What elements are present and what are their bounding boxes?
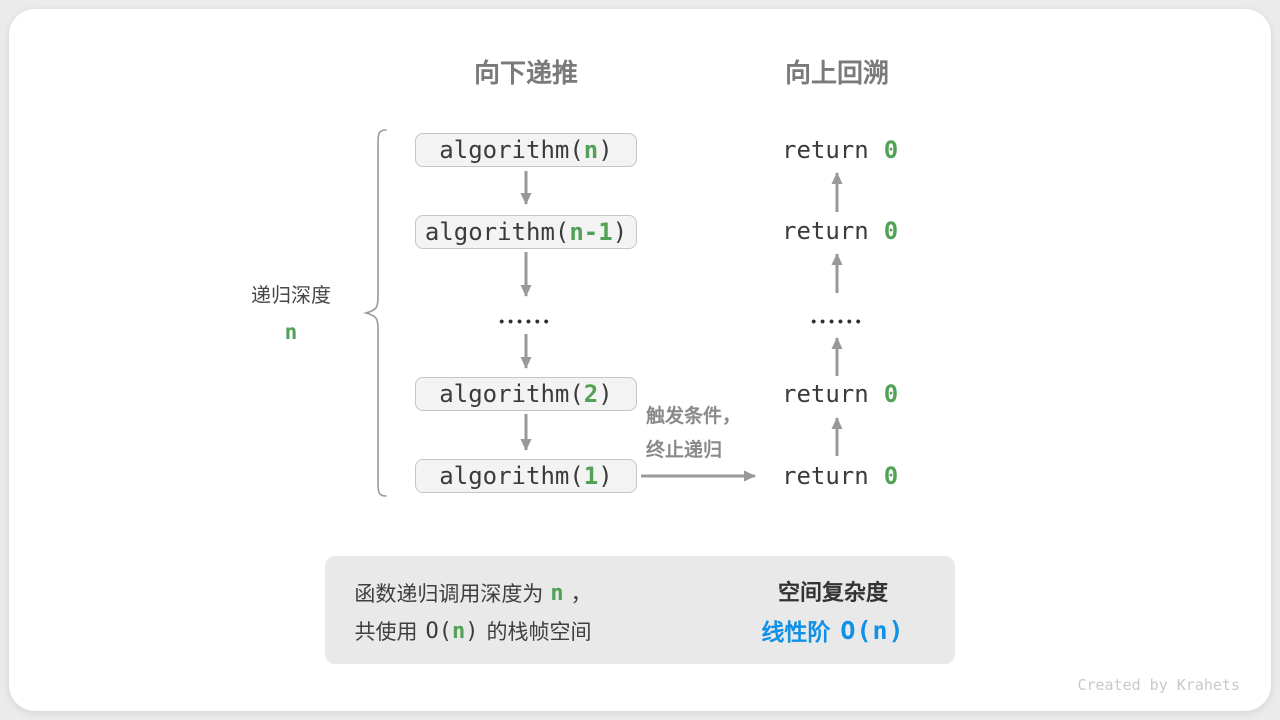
summary-left-line1: 函数递归调用深度为 n ，: [333, 579, 613, 607]
call-box-fn: algorithm(: [439, 136, 584, 164]
summary-bigo-var: n: [452, 618, 466, 644]
call-box-close: ): [598, 136, 613, 164]
summary-left-line2: 共使用 O(n) 的栈帧空间: [333, 617, 613, 645]
ellipsis-downward: ••••••: [499, 313, 553, 329]
depth-label-value: n: [284, 320, 298, 344]
return-value: 0: [883, 217, 899, 245]
summary-depth-var: n: [550, 580, 564, 606]
return-row-3: return 0: [782, 379, 912, 409]
summary-left-line1-pre: 函数递归调用深度为: [354, 583, 544, 606]
summary-right-result: 线性阶 O(n): [733, 615, 933, 646]
call-box-arg: 1: [583, 462, 599, 490]
summary-left-line2-pre: 共使用: [354, 621, 418, 644]
complexity-class-code: O(n): [840, 615, 905, 645]
terminate-annotation-line1: 触发条件，: [646, 406, 742, 427]
return-value: 0: [883, 380, 899, 408]
call-box-fn: algorithm(: [424, 218, 570, 246]
complexity-class-label: 线性阶: [761, 619, 831, 645]
call-box-algorithm-n: algorithm(n): [415, 133, 637, 167]
return-keyword: return: [782, 217, 869, 245]
summary-bigo-close: ): [465, 618, 479, 644]
call-box-arg: 2: [583, 380, 599, 408]
return-row-1: return 0: [782, 135, 912, 165]
call-box-arg: n: [583, 136, 599, 164]
call-box-arg: n-1: [569, 218, 613, 246]
summary-left-line2-post: 的栈帧空间: [486, 621, 592, 644]
column-header-downward: 向下递推: [473, 58, 578, 88]
return-keyword: return: [782, 380, 869, 408]
call-box-close: ): [612, 218, 628, 246]
call-box-close: ): [598, 380, 613, 408]
summary-bigo-open: O(: [425, 618, 453, 644]
call-box-algorithm-2: algorithm(2): [415, 377, 637, 411]
terminate-annotation-line2: 终止递归: [646, 440, 723, 461]
summary-panel: [325, 556, 955, 664]
return-row-2: return 0: [782, 216, 912, 246]
call-box-fn: algorithm(: [439, 462, 584, 490]
column-header-upward: 向上回溯: [784, 58, 889, 88]
summary-right-title: 空间复杂度: [777, 580, 888, 605]
depth-label-title: 递归深度: [251, 285, 331, 307]
return-value: 0: [883, 462, 899, 490]
call-box-algorithm-1: algorithm(1): [415, 459, 637, 493]
return-value: 0: [883, 136, 899, 164]
watermark-credit: Created by Krahets: [1077, 676, 1240, 694]
terminate-annotation: 触发条件， 终止递归: [646, 400, 766, 468]
call-box-close: ): [598, 462, 613, 490]
return-keyword: return: [782, 136, 869, 164]
summary-left-line1-post: ，: [570, 583, 592, 606]
ellipsis-upward: ••••••: [811, 313, 865, 329]
call-box-algorithm-n-1: algorithm(n-1): [415, 215, 637, 249]
call-box-fn: algorithm(: [439, 380, 584, 408]
return-keyword: return: [782, 462, 869, 490]
return-row-4: return 0: [782, 461, 912, 491]
